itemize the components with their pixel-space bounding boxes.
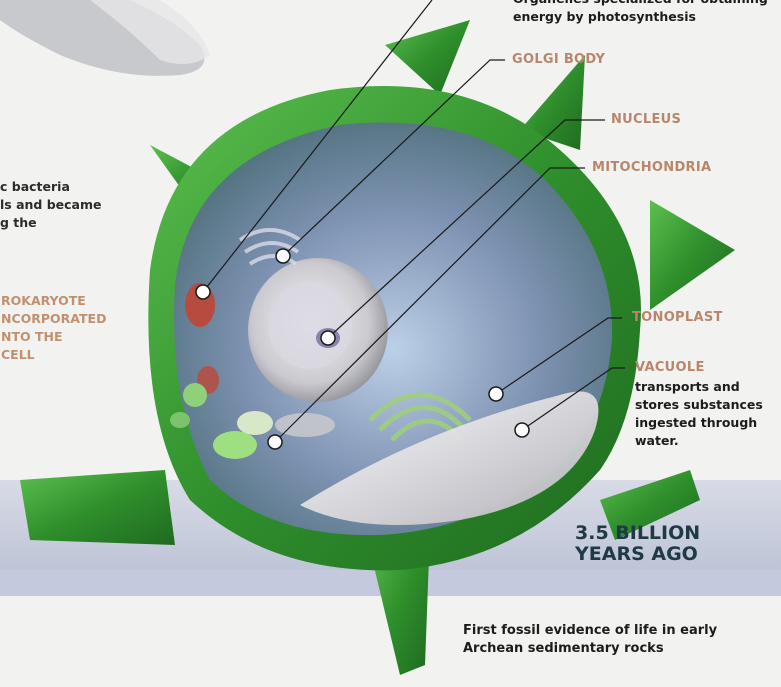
mitochondria-label: MITOCHONDRIA xyxy=(592,160,711,175)
era-line2: YEARS AGO xyxy=(575,544,700,565)
tonoplast-marker xyxy=(489,387,503,401)
left-label-line4: CELL xyxy=(1,346,106,364)
vacuole-desc-line4: water. xyxy=(635,432,763,450)
vacuole-desc-line2: stores substances xyxy=(635,396,763,414)
nucleus-label: NUCLEUS xyxy=(611,112,681,127)
mitochondria-marker xyxy=(268,435,282,449)
left-desc-line3: g the xyxy=(0,214,101,232)
left-description: c bacteria ls and became g the xyxy=(0,178,101,232)
tonoplast-label: TONOPLAST xyxy=(632,310,723,325)
left-label-line2: NCORPORATED xyxy=(1,310,106,328)
era-line1: 3.5 BILLION xyxy=(575,523,700,544)
golgi-label: GOLGI BODY xyxy=(512,52,605,67)
left-desc-line2: ls and became xyxy=(0,196,101,214)
chloroplast-desc-line2: energy by photosynthesis xyxy=(513,8,768,26)
chloroplast-marker xyxy=(196,285,210,299)
timeline-caption-line2: Archean sedimentary rocks xyxy=(463,640,717,658)
golgi-marker xyxy=(276,249,290,263)
timeline-caption-line1: First fossil evidence of life in early xyxy=(463,622,717,640)
vacuole-label: VACUOLE xyxy=(635,360,705,375)
left-label-line1: ROKARYOTE xyxy=(1,292,106,310)
vacuole-desc-line3: ingested through xyxy=(635,414,763,432)
left-label-line3: NTO THE xyxy=(1,328,106,346)
vacuole-marker xyxy=(515,423,529,437)
nucleus-marker xyxy=(321,331,335,345)
chloroplast-description: Organelles specialized for obtaining ene… xyxy=(513,0,768,26)
mitochondria-shape xyxy=(237,411,273,435)
timeline-caption: First fossil evidence of life in early A… xyxy=(463,622,717,658)
left-desc-line1: c bacteria xyxy=(0,178,101,196)
chloroplast-desc-line1: Organelles specialized for obtaining xyxy=(513,0,768,8)
left-label: ROKARYOTE NCORPORATED NTO THE CELL xyxy=(1,292,106,364)
vacuole-desc-line1: transports and xyxy=(635,378,763,396)
vacuole-description: transports and stores substances ingeste… xyxy=(635,378,763,450)
era-heading: 3.5 BILLION YEARS AGO xyxy=(575,523,700,565)
